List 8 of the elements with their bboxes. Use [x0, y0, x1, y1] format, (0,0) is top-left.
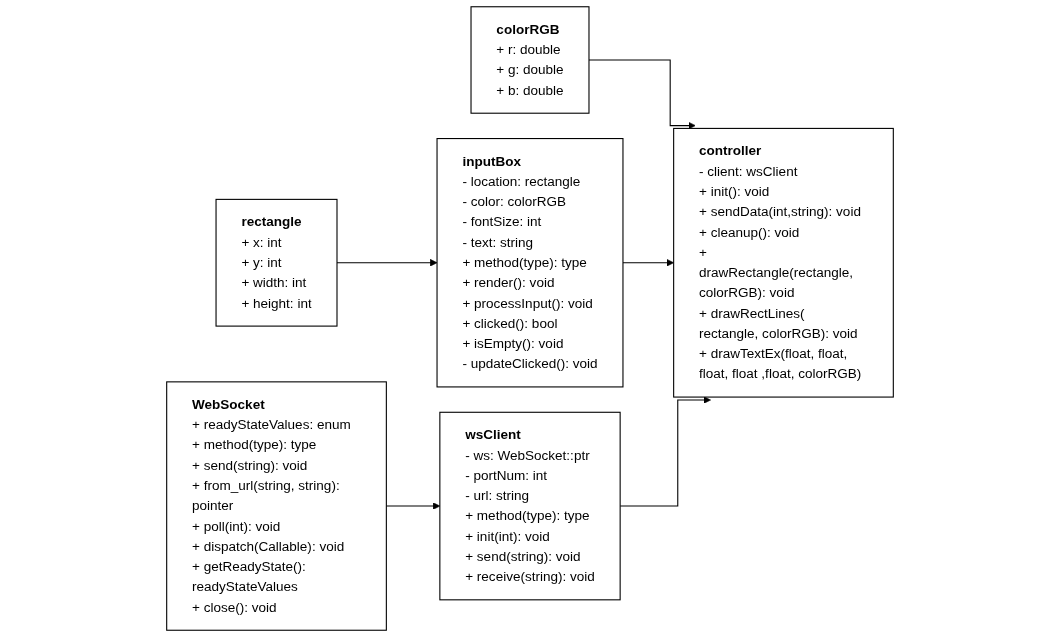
arrow — [588, 59, 696, 130]
node-box: colorRGB + r: double + g: double + b: double — [470, 6, 590, 114]
node-box: inputBox - location: rectangle - color: colorRGB - fontSize: int - text: string + method(type): type + render(): void + processInput(): void + clicked(): bool + isEmpty(): void - updateClicked(): void — [436, 138, 624, 388]
arrow — [622, 259, 674, 267]
node-box: controller - client: wsClient + init(): void + sendData(int,string): void + cleanup(): void + drawRectangle(rectangle, colorRGB): void + drawRectLines( rectangle, colorRGB): void + drawTextEx(float, float, float, float ,float, colorRGB) — [673, 127, 894, 398]
node-box: rectangle + x: int + y: int + width: int + height: int — [215, 198, 338, 327]
node-box: WebSocket + readyStateValues: enum + method(type): type + send(string): void + from_url(string, string): pointer + poll(int): void + dispatch(Callable): void + getReadyState(): readyStateValues + close(): void — [166, 381, 387, 631]
node-box: wsClient - ws: WebSocket::ptr - portNum: int - url: string + method(type): type + init(int): void + send(string): void + receive(string): void — [439, 411, 621, 601]
